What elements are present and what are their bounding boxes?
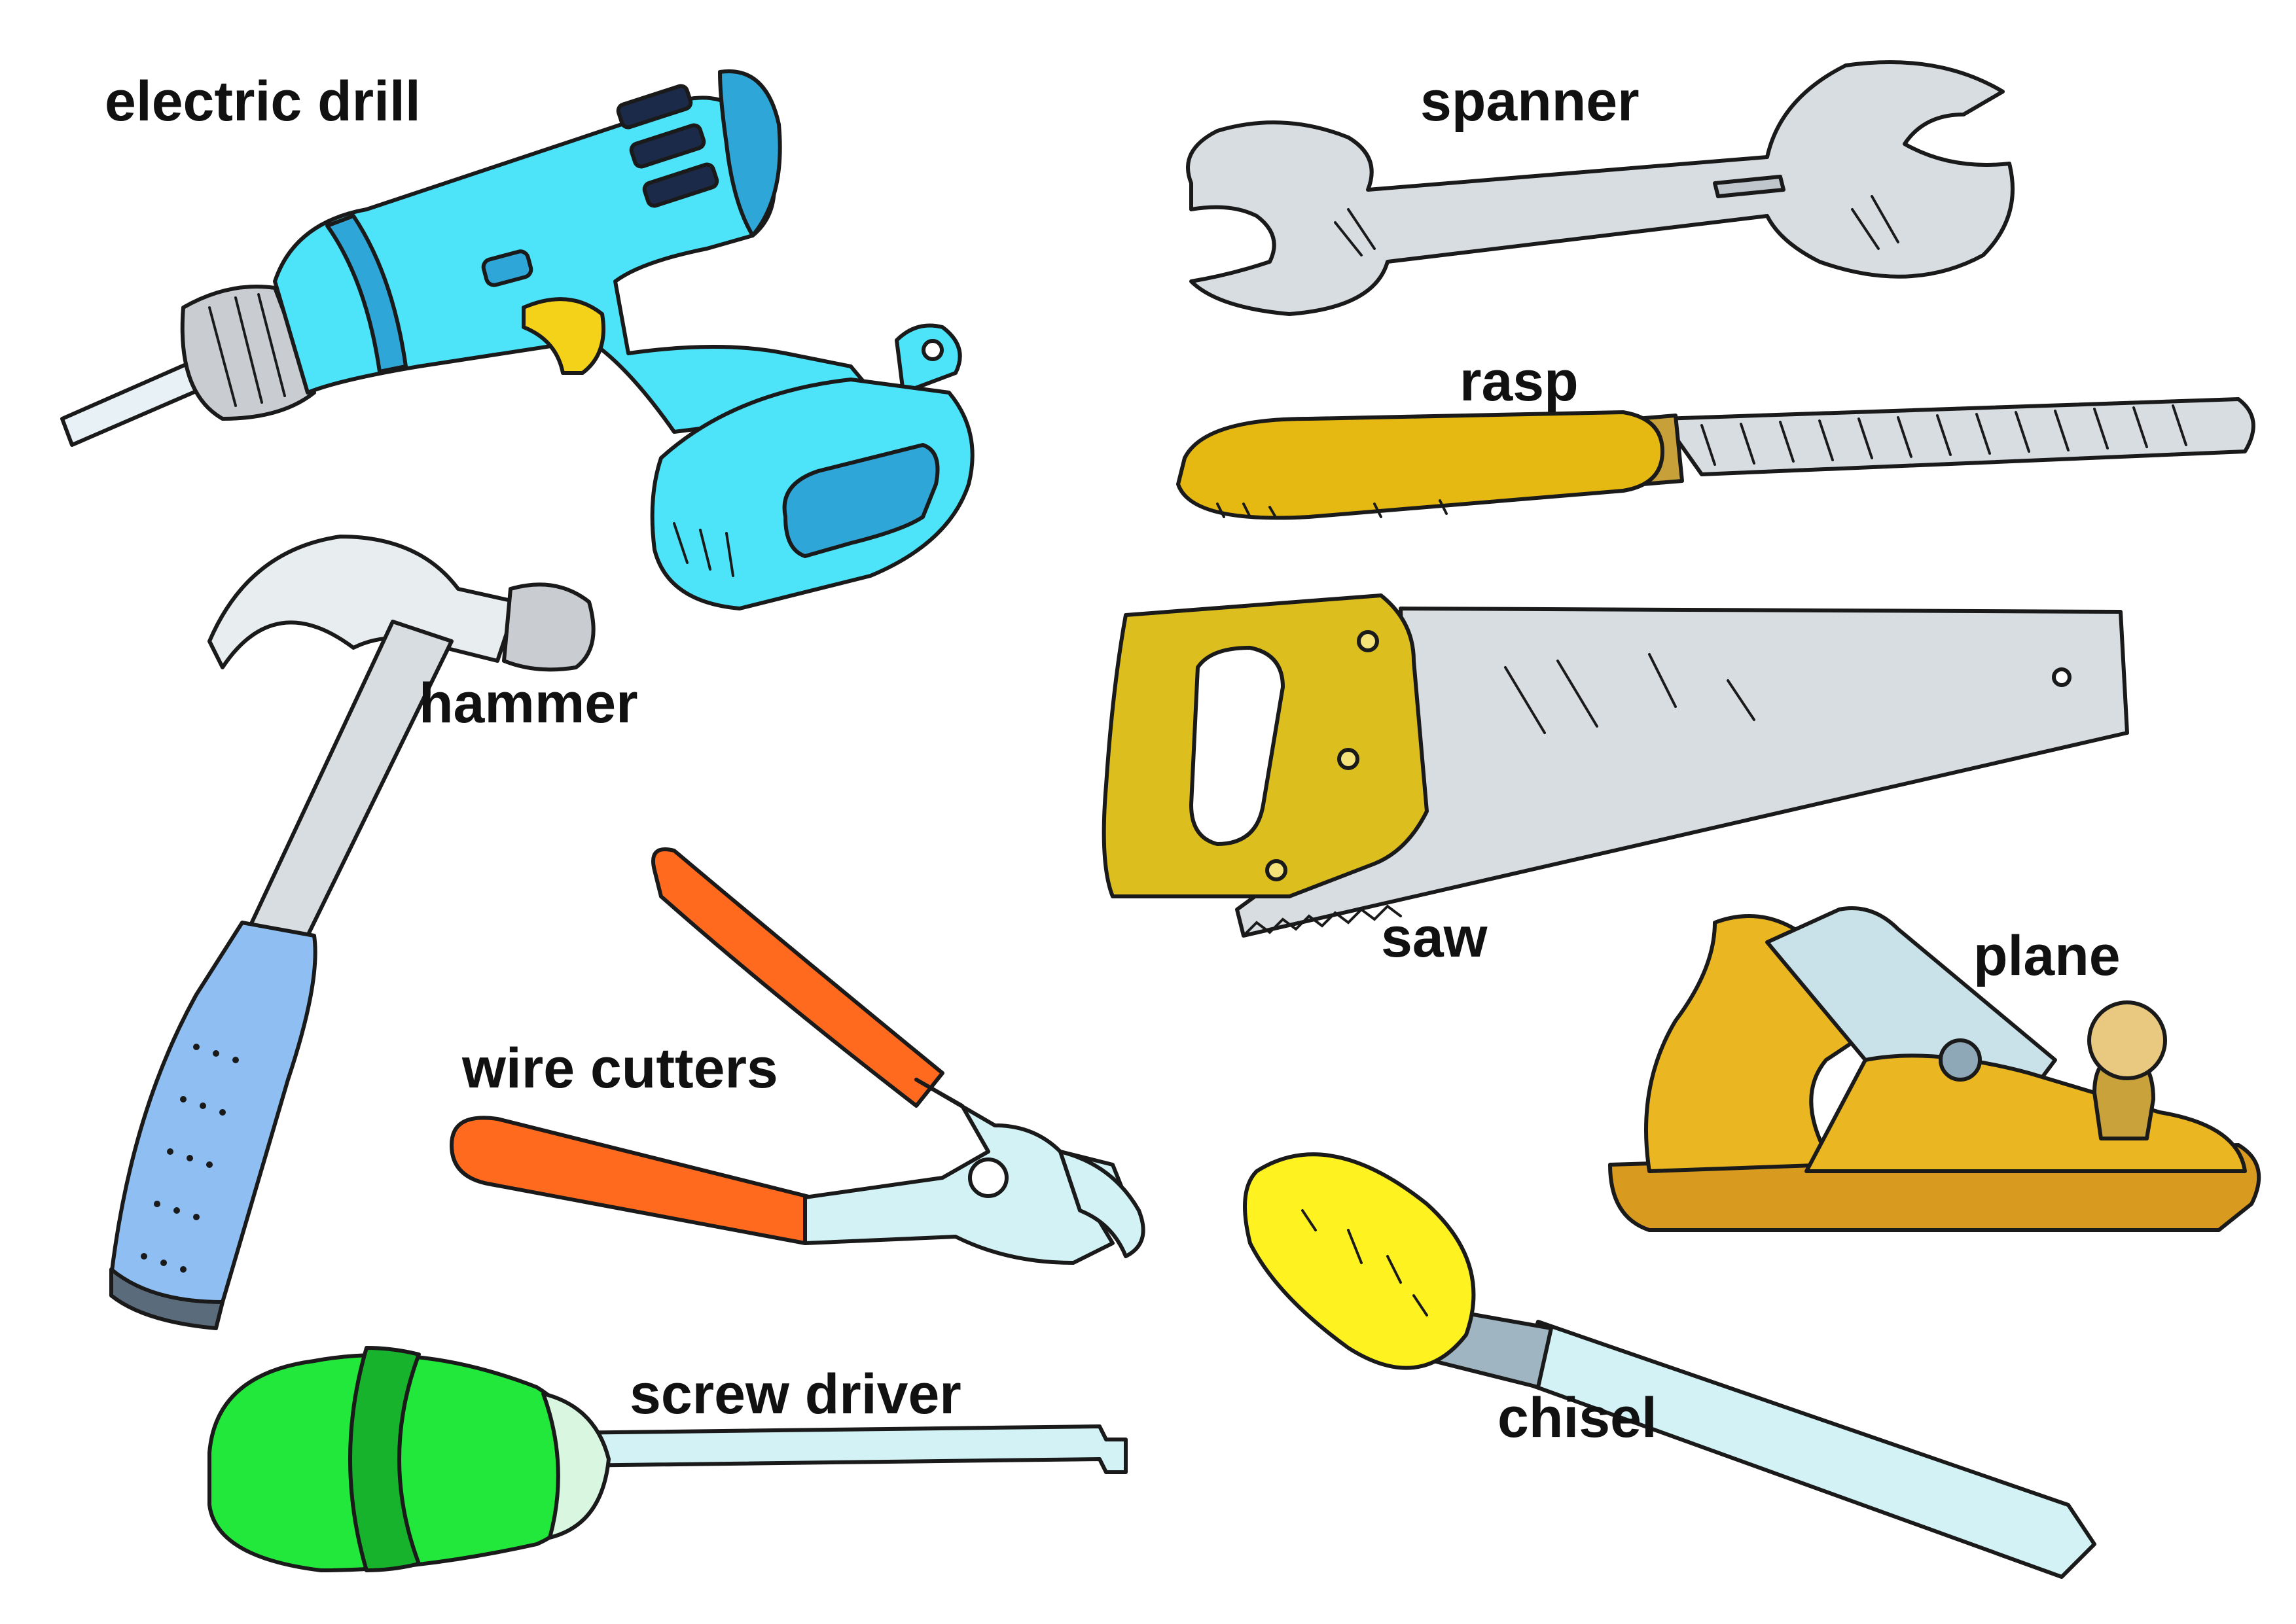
label-rasp: rasp [1460,350,1579,413]
label-chisel: chisel [1498,1386,1657,1449]
screw-driver-icon [207,1346,1128,1572]
plane-icon [1608,906,2261,1232]
label-screw-driver: screw driver [630,1363,961,1426]
label-spanner: spanner [1420,70,1640,133]
wire-cutters-icon [450,847,1145,1265]
spanner-icon [1186,60,2015,316]
label-plane: plane [1973,925,2121,987]
label-hammer: hammer [419,672,638,735]
electric-drill-icon [60,69,975,610]
hammer-icon [109,535,596,1330]
rasp-icon [1176,397,2255,520]
label-electric-drill: electric drill [105,70,421,133]
saw-icon [1102,593,2129,938]
chisel-icon [1243,1152,2096,1579]
label-saw: saw [1381,906,1488,969]
label-wire-cutters: wire cutters [462,1037,778,1100]
